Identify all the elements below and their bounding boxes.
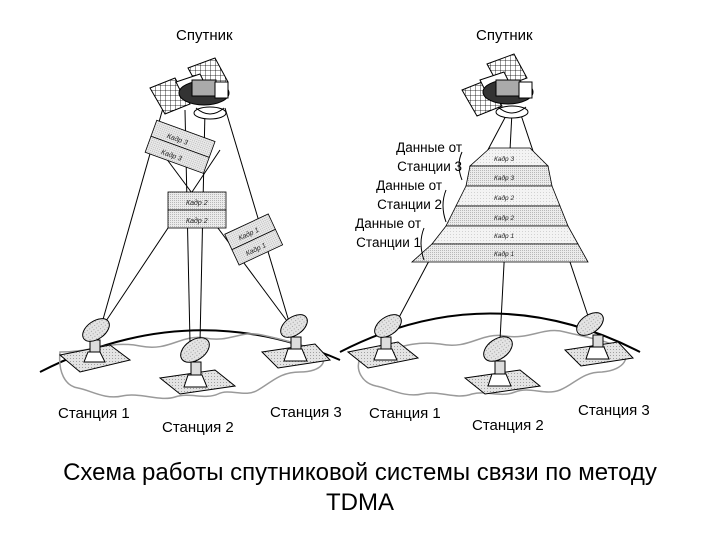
- satellite-right-icon: [461, 53, 534, 119]
- station-left-3-icon: [260, 314, 332, 369]
- svg-text:Кадр 2: Кадр 2: [186, 217, 208, 225]
- svg-text:Кадр 1: Кадр 1: [494, 250, 514, 258]
- station-right-2-icon: [463, 336, 542, 395]
- svg-text:Кадр 2: Кадр 2: [494, 214, 514, 222]
- coastline-left: [58, 333, 325, 400]
- data-label-station-2-line1: Данные от: [376, 178, 442, 193]
- station-left-2-icon: [158, 337, 237, 395]
- data-label-station-3: Данные от Станции 3: [392, 138, 462, 176]
- frame-stack-right: Кадр 3 Кадр 3 Кадр 2 Кадр 2 Кадр 1 Кадр …: [410, 147, 589, 263]
- caption: Схема работы спутниковой системы связи п…: [0, 458, 720, 518]
- svg-text:Кадр 2: Кадр 2: [494, 194, 514, 202]
- satellite-right-label: Спутник: [476, 27, 533, 44]
- data-label-station-3-line2: Станции 3: [397, 159, 462, 174]
- svg-text:Кадр 3: Кадр 3: [494, 155, 514, 163]
- data-label-station-2: Данные от Станции 2: [372, 176, 442, 214]
- beam-left-cross-2: [159, 149, 291, 326]
- station-right-1-icon: [346, 314, 420, 369]
- coastline-right: [357, 329, 627, 397]
- station-right-3-icon: [563, 312, 635, 367]
- right-panel: Кадр 3 Кадр 3 Кадр 2 Кадр 2 Кадр 1 Кадр …: [339, 53, 641, 397]
- packet-left-side: Кадр 1 Кадр 1: [224, 213, 284, 266]
- station-left-1-label: Станция 1: [58, 405, 130, 422]
- station-right-2-label: Станция 2: [472, 417, 544, 434]
- svg-text:Кадр 2: Кадр 2: [186, 199, 208, 207]
- caption-line1: Схема работы спутниковой системы связи п…: [63, 459, 657, 486]
- beam-left-cross-1: [99, 149, 221, 331]
- data-label-station-1-line1: Данные от: [355, 216, 421, 231]
- data-label-station-2-line2: Станции 2: [377, 197, 442, 212]
- beam-left-outer-2: [224, 107, 291, 326]
- station-right-3-label: Станция 3: [578, 402, 650, 419]
- station-left-3-label: Станция 3: [270, 404, 342, 421]
- station-left-2-label: Станция 2: [162, 419, 234, 436]
- data-label-station-3-line1: Данные от: [396, 140, 462, 155]
- svg-text:Кадр 1: Кадр 1: [494, 232, 514, 240]
- packet-left-middle: Кадр 2 Кадр 2: [167, 191, 227, 229]
- station-right-1-label: Станция 1: [369, 405, 441, 422]
- left-panel: Кадр 3 Кадр 3 Кадр 2 Кадр 2 Кадр 1 Кадр …: [39, 57, 341, 400]
- satellite-left-icon: [149, 57, 230, 120]
- satellite-left-label: Спутник: [176, 27, 233, 44]
- data-label-station-1-line2: Станции 1: [356, 235, 421, 250]
- caption-line2: TDMA: [326, 489, 394, 516]
- station-left-1-icon: [58, 318, 132, 373]
- svg-text:Кадр 3: Кадр 3: [494, 174, 514, 182]
- packet-left-top: Кадр 3 Кадр 3: [144, 119, 216, 174]
- data-label-station-1: Данные от Станции 1: [347, 214, 421, 252]
